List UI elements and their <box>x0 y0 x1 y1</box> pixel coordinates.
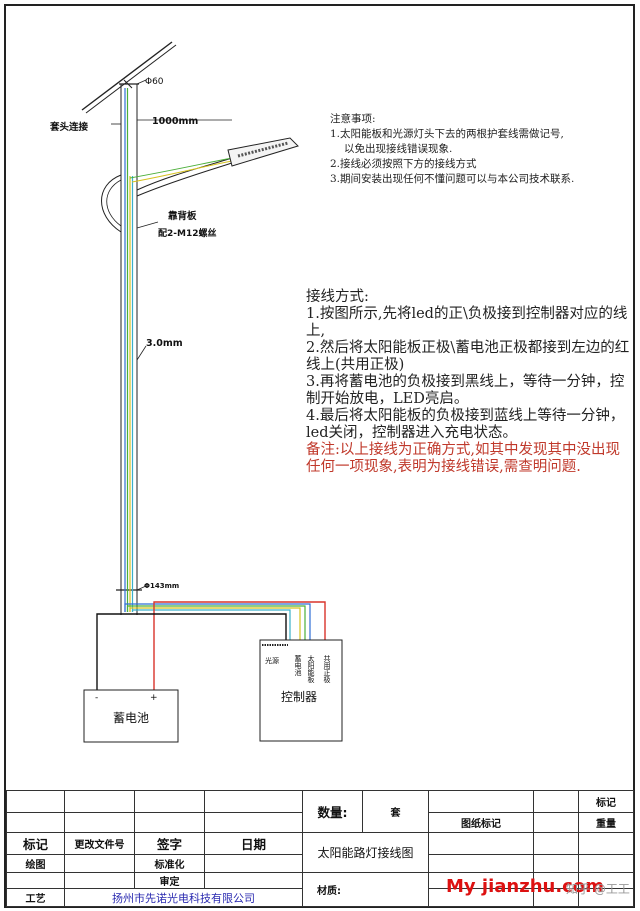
cyan-wire-controller <box>131 609 291 640</box>
review-label: 审定 <box>134 872 205 889</box>
notes-line: 3.期间安装出现任何不懂问题可以与本公司技术联系. <box>330 173 575 185</box>
battery-minus: - <box>95 693 98 703</box>
title-block: 数量: 套 标记 图纸标记 重量 标记 更改文件号 签字 日期 太阳能路灯接线图… <box>6 790 634 907</box>
standard-label: 标准化 <box>134 854 205 873</box>
black-wire-battery-negative <box>96 613 287 690</box>
blue-wire-controller <box>124 603 311 640</box>
arm-length-label: 1000mm <box>152 116 198 127</box>
mark2-label: 标记 <box>578 790 634 813</box>
craft-label: 工艺 <box>6 888 65 907</box>
weight-label: 重量 <box>578 812 634 833</box>
wiring-step: 4.最后将太阳能板的负极接到蓝线上等待一分钟，led关闭，控制器进入充电状态。 <box>306 408 625 441</box>
lamp-head <box>227 137 299 167</box>
company-name: 扬州市先诺光电科技有限公司 <box>64 888 303 907</box>
red-wire-common-positive <box>153 601 326 690</box>
date-label: 日期 <box>204 832 303 855</box>
battery-plus: + <box>150 693 158 703</box>
backplate-curve <box>101 174 122 233</box>
terminal-battery: 蓄电池 <box>294 654 302 676</box>
drawing-mark-label: 图纸标记 <box>428 812 534 833</box>
quantity-label: 数量: <box>302 790 363 833</box>
quantity-unit: 套 <box>362 790 429 833</box>
backplate-curve-inner <box>106 179 122 227</box>
phi143-leader <box>136 585 147 591</box>
change-doc-label: 更改文件号 <box>64 832 135 855</box>
terminal-light: 光源 <box>265 656 279 665</box>
watermark-site: My jianzhu.com <box>446 876 604 897</box>
wiring-instructions: 接线方式: 1.按图所示,先将led的正\负极接到控制器对应的线上, 2.然后将… <box>306 289 632 476</box>
solar-panel-edge <box>85 44 177 114</box>
notes-line: 以免出现接线错误现象. <box>344 143 453 155</box>
lamp-led-array <box>237 141 289 158</box>
bolts-label: 配2-M12螺丝 <box>158 227 216 239</box>
signature-label: 签字 <box>134 832 205 855</box>
notes-section: 注意事项: 1.太阳能板和光源灯头下去的两根护套线需做记号, 以免出现接线错误现… <box>330 112 630 187</box>
solar-panel <box>81 41 173 111</box>
wiring-step: 2.然后将太阳能板正极\蓄电池正极都接到左边的红线上(共用正极) <box>306 340 630 373</box>
drawing-title: 太阳能路灯接线图 <box>302 832 429 873</box>
backplate-leader <box>136 221 159 229</box>
controller-box <box>259 639 343 742</box>
wiring-heading: 接线方式: <box>306 289 369 305</box>
thickness-leader <box>136 345 147 361</box>
lamp-arm-lower <box>136 162 233 197</box>
green-wire-arm <box>129 157 233 179</box>
phi60-leader <box>136 79 147 85</box>
notes-line: 1.太阳能板和光源灯头下去的两根护套线需做记号, <box>330 128 564 140</box>
watermark-mark: 知乎 @工工 <box>566 882 630 896</box>
lamp-arm <box>136 157 233 191</box>
drawing-sheet <box>4 4 635 908</box>
notes-heading: 注意事项: <box>330 113 376 125</box>
battery-box <box>83 689 179 743</box>
thickness-label: 3.0mm <box>146 338 183 349</box>
socket-label: 套头连接 <box>49 121 89 133</box>
wiring-step: 3.再将蓄电池的负极接到黑线上，等待一分钟，控制开始放电，LED亮启。 <box>306 374 625 407</box>
green-wire-controller <box>126 605 306 640</box>
mark-label: 标记 <box>6 832 65 855</box>
controller-label: 控制器 <box>281 690 317 704</box>
terminal-common: 共用正极 <box>323 654 331 684</box>
drawing-label: 绘图 <box>6 854 65 873</box>
battery-label: 蓄电池 <box>113 711 149 725</box>
material-label: 材质: <box>302 872 429 907</box>
yellow-wire-arm <box>131 160 233 183</box>
yellow-wire-controller <box>129 607 301 640</box>
wiring-step: 1.按图所示,先将led的正\负极接到控制器对应的线上, <box>306 306 628 339</box>
backplate-label: 靠背板 <box>168 210 197 222</box>
terminal-solar: 太阳能板 <box>307 654 315 684</box>
phi143-label: Φ143mm <box>144 582 179 590</box>
phi60-label: Φ60 <box>145 77 164 87</box>
notes-line: 2.接线必须按照下方的接线方式 <box>330 158 477 170</box>
wiring-remark: 备注:以上接线为正确方式,如其中发现其中没出现任何一项现象,表明为接线错误,需查… <box>306 442 620 475</box>
